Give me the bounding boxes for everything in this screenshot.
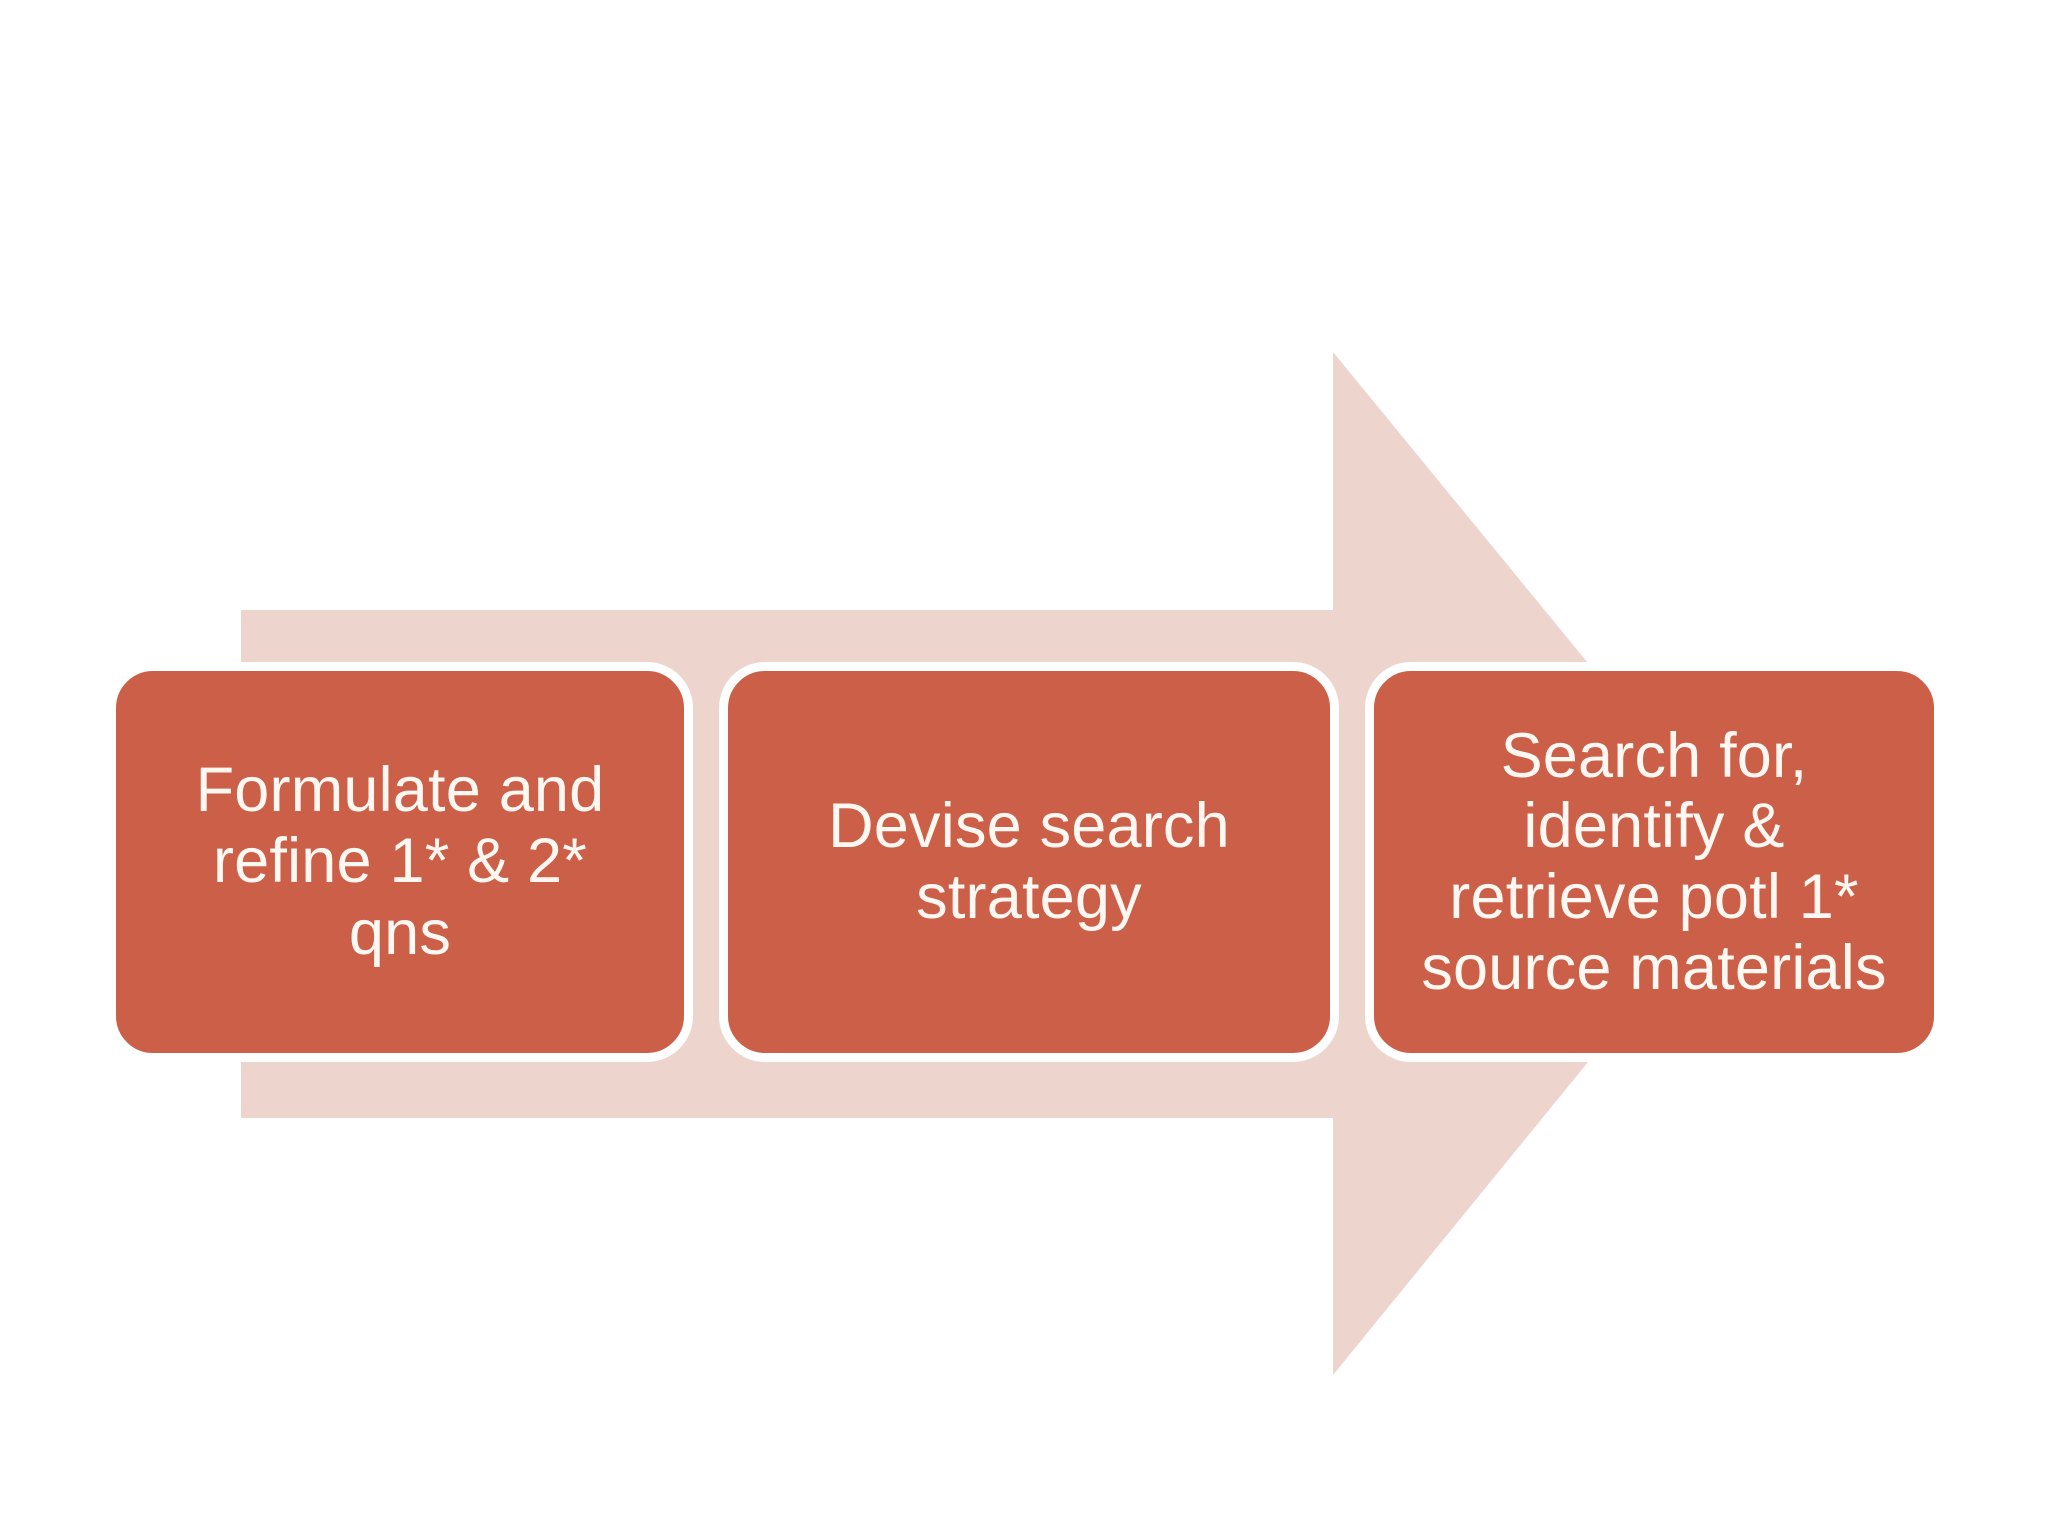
process-step-2-label: Devise search strategy [828,790,1230,932]
process-step-3-label: Search for, identify & retrieve potl 1* … [1421,720,1887,1003]
process-step-3[interactable]: Search for, identify & retrieve potl 1* … [1365,662,1943,1062]
process-step-1-label: Formulate and refine 1* & 2* qns [195,755,605,968]
process-step-2[interactable]: Devise search strategy [719,662,1339,1062]
process-steps-row: Formulate and refine 1* & 2* qns Devise … [107,662,1943,1062]
process-step-1[interactable]: Formulate and refine 1* & 2* qns [107,662,693,1062]
